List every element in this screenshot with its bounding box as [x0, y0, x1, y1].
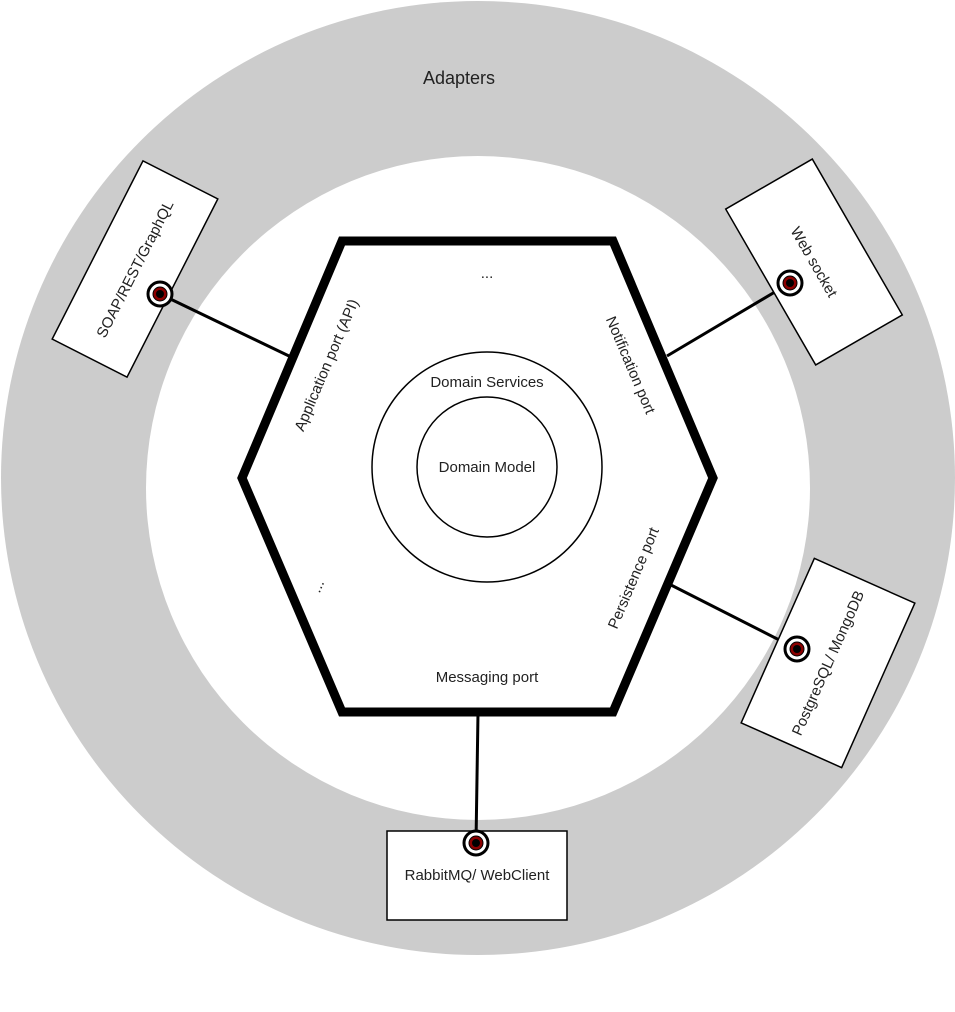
- websocket-socket-icon: [776, 269, 804, 297]
- postgres-connector-line: [670, 583, 798, 651]
- websocket-adapter-box: Web socket: [724, 158, 904, 366]
- soap-socket-icon: [146, 280, 174, 308]
- postgres-socket-icon: [783, 635, 811, 663]
- rabbit-socket-icon: [462, 829, 490, 857]
- websocket-connector-line: [666, 281, 791, 358]
- adapters-label: Adapters: [423, 68, 495, 88]
- domain-model-label: Domain Model: [439, 459, 536, 476]
- postgres-adapter-box: PostgreSQL/ MongoDB: [740, 557, 916, 769]
- rabbit-connector-line: [474, 712, 480, 844]
- rabbit-adapter-label: RabbitMQ/ WebClient: [405, 867, 551, 884]
- soap-connector-line: [159, 292, 290, 358]
- left-ellipsis: ...: [308, 577, 329, 595]
- messaging-port-label: Messaging port: [436, 669, 539, 686]
- domain-services-label: Domain Services: [430, 374, 543, 391]
- domain-model-circle: [416, 396, 558, 538]
- top-ellipsis: ...: [481, 265, 494, 282]
